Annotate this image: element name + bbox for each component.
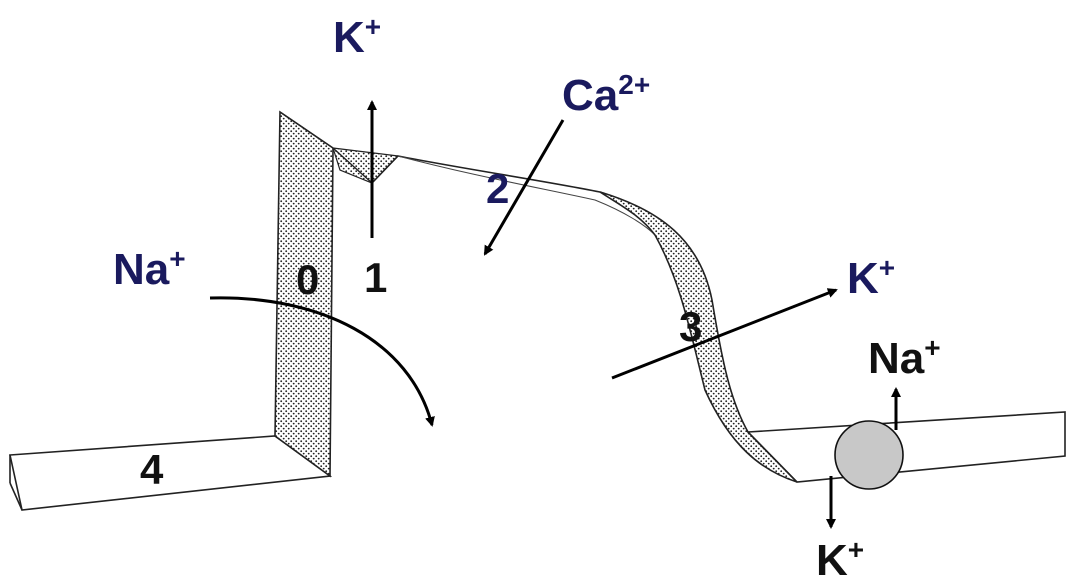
baseline-right-ribbon bbox=[746, 411, 1066, 483]
ion-label-k-bottom-base: K bbox=[816, 536, 848, 581]
ion-label-ca: Ca2+ bbox=[562, 69, 650, 120]
ion-label-na-right-base: Na bbox=[868, 334, 925, 383]
na-k-pump bbox=[834, 420, 904, 490]
ion-label-k-top: K+ bbox=[333, 11, 381, 62]
phase-label-3: 3 bbox=[679, 303, 702, 350]
ion-label-ca-sup: 2+ bbox=[618, 69, 650, 100]
ion-label-na-right-sup: + bbox=[924, 332, 940, 363]
ca-influx-arrow bbox=[483, 119, 565, 256]
na-influx-arrow bbox=[209, 296, 435, 427]
phase-label-2: 2 bbox=[486, 165, 509, 212]
ion-label-na-left-sup: + bbox=[169, 243, 185, 274]
repolarization-phase3-ribbon bbox=[599, 191, 798, 483]
ion-label-k-bottom: K+ bbox=[816, 534, 864, 581]
baseline-phase4-ribbon bbox=[9, 435, 333, 511]
plateau-phase2-ribbon bbox=[371, 155, 671, 236]
ion-label-k-top-base: K bbox=[333, 13, 365, 62]
ion-label-k-right-sup: + bbox=[879, 252, 895, 283]
ion-label-na-right: Na+ bbox=[868, 332, 941, 383]
ion-label-na-left: Na+ bbox=[113, 243, 186, 294]
ion-label-na-left-base: Na bbox=[113, 245, 170, 294]
ion-label-k-top-sup: + bbox=[365, 11, 381, 42]
phase-label-1: 1 bbox=[364, 254, 387, 301]
ion-label-k-right: K+ bbox=[847, 252, 895, 303]
phase-label-0: 0 bbox=[296, 256, 319, 303]
ion-label-ca-base: Ca bbox=[562, 71, 619, 120]
ion-label-k-bottom-sup: + bbox=[848, 534, 864, 565]
phase-label-4: 4 bbox=[140, 446, 164, 493]
ion-label-k-right-base: K bbox=[847, 254, 879, 303]
k-efflux-arrow-right bbox=[611, 288, 838, 380]
